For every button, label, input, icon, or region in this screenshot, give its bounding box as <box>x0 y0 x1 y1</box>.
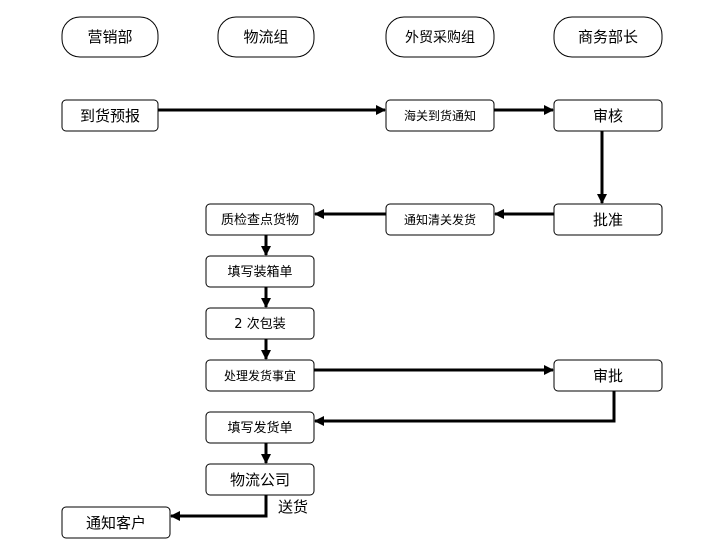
header-business-manager-label: 商务部长 <box>578 28 638 46</box>
node-customs-notice: 海关到货通知 <box>385 99 495 132</box>
node-notify-customer-label: 通知客户 <box>86 514 146 532</box>
edge-review-approve-to-delivery-note <box>314 391 616 426</box>
node-customs-clearance-notice: 通知清关发货 <box>385 203 495 236</box>
header-foreign-trade: 外贸采购组 <box>385 16 495 58</box>
node-secondary-packing-label: 2 次包装 <box>234 316 285 332</box>
node-logistics-company: 物流公司 <box>205 463 315 496</box>
node-fill-delivery-note-label: 填写发货单 <box>227 420 292 436</box>
node-logistics-company-label: 物流公司 <box>230 471 290 489</box>
node-arrival-forecast: 到货预报 <box>61 99 159 132</box>
edge-logistics-to-customer <box>170 495 268 521</box>
node-quality-check: 质检查点货物 <box>205 203 315 236</box>
node-secondary-packing: 2 次包装 <box>205 307 315 340</box>
node-customs-notice-label: 海关到货通知 <box>404 108 476 123</box>
node-handle-shipping: 处理发货事宜 <box>205 359 315 392</box>
node-fill-packing-list: 填写装箱单 <box>205 255 315 288</box>
header-foreign-trade-label: 外贸采购组 <box>405 30 475 46</box>
node-fill-delivery-note: 填写发货单 <box>205 411 315 444</box>
node-approve: 批准 <box>553 203 663 236</box>
header-marketing: 营销部 <box>61 16 159 58</box>
node-review: 审核 <box>553 99 663 132</box>
node-customs-clearance-notice-label: 通知清关发货 <box>404 212 476 227</box>
node-review-label: 审核 <box>593 107 623 125</box>
header-business-manager: 商务部长 <box>553 16 663 58</box>
node-review-approve-label: 审批 <box>593 367 623 385</box>
node-approve-label: 批准 <box>593 211 623 229</box>
header-logistics-label: 物流组 <box>243 28 288 46</box>
node-arrival-forecast-label: 到货预报 <box>80 107 140 125</box>
header-marketing-label: 营销部 <box>87 28 132 46</box>
node-quality-check-label: 质检查点货物 <box>221 212 299 228</box>
node-review-approve: 审批 <box>553 359 663 392</box>
node-fill-packing-list-label: 填写装箱单 <box>227 264 292 280</box>
edge-label-deliver: 送货 <box>278 498 308 516</box>
node-notify-customer: 通知客户 <box>61 506 171 539</box>
header-logistics: 物流组 <box>217 16 315 58</box>
node-handle-shipping-label: 处理发货事宜 <box>224 368 296 383</box>
